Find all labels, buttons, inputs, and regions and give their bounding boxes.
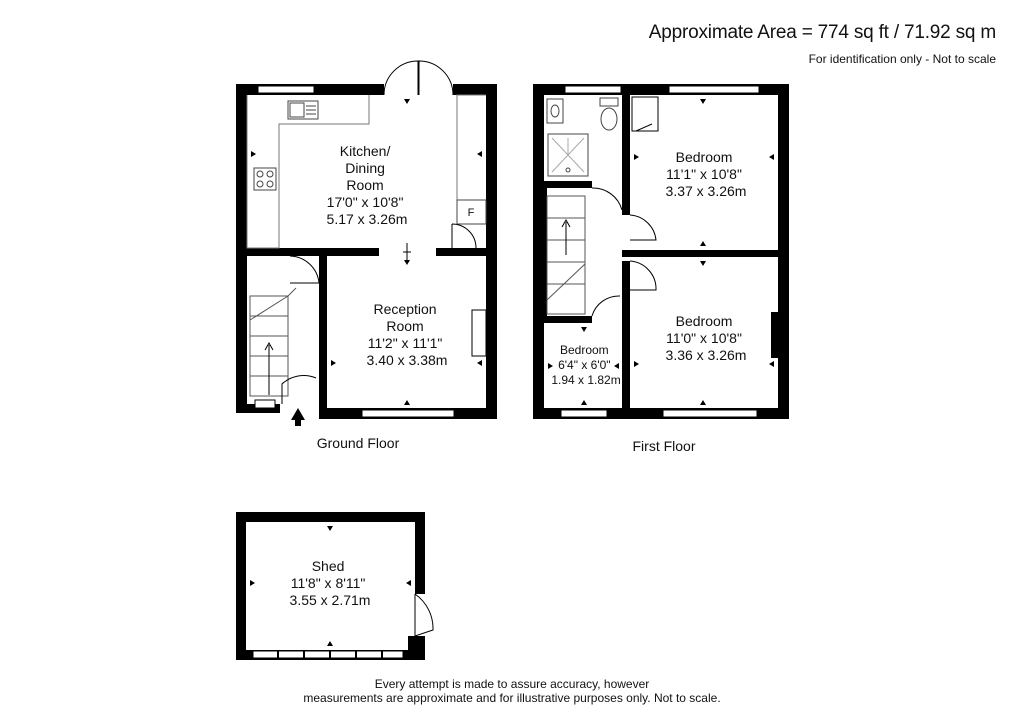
door [451, 223, 477, 249]
identification-note: For identification only - Not to scale [808, 52, 996, 66]
wall [533, 84, 781, 95]
door [591, 295, 621, 317]
entrance-arrow-icon [291, 408, 305, 426]
window [361, 409, 455, 418]
window [254, 399, 276, 409]
disclaimer-line-1: Every attempt is made to assure accuracy… [374, 677, 650, 691]
bedroom-1-label: Bedroom 11'1" x 10'8" 3.37 x 3.26m [666, 149, 747, 199]
front-door [281, 375, 317, 404]
wall [415, 512, 425, 594]
french-door [383, 60, 419, 96]
wall [533, 84, 544, 419]
window [560, 409, 608, 418]
fridge [456, 199, 487, 225]
door [629, 260, 657, 291]
shed-door [414, 593, 434, 637]
wall [486, 84, 497, 419]
first-floor-title: First Floor [633, 438, 696, 454]
cupboard [631, 96, 659, 132]
door [629, 214, 657, 241]
shed-label: Shed 11'8" x 8'11" 3.55 x 2.71m [290, 558, 371, 608]
wall [622, 261, 630, 419]
disclaimer: Every attempt is made to assure accuracy… [0, 677, 1024, 705]
wall [622, 95, 630, 215]
shed-plan: Shed 11'8" x 8'11" 3.55 x 2.71m [236, 512, 434, 660]
wall [327, 248, 379, 256]
bedroom-3-label: Bedroom 6'4" x 6'0" 1.94 x 1.82m [551, 343, 620, 387]
window [257, 85, 315, 94]
plan-header: Approximate Area = 774 sq ft / 71.92 sq … [649, 22, 996, 66]
bedroom-2-label: Bedroom 11'0" x 10'8" 3.36 x 3.26m [666, 313, 747, 363]
wall [544, 188, 547, 316]
hob [253, 167, 277, 191]
wall [236, 84, 247, 413]
toilet [599, 97, 619, 107]
wall [247, 248, 323, 256]
wall [533, 408, 789, 419]
wall [236, 512, 246, 660]
wall [622, 250, 778, 257]
wall [319, 248, 327, 418]
fridge-label: F [468, 207, 475, 219]
basin [546, 98, 564, 124]
door [289, 255, 320, 284]
window [662, 409, 758, 418]
wall [436, 248, 486, 256]
kitchen-dining-room-label: Kitchen/ Dining Room 17'0" x 10'8" 5.17 … [327, 143, 408, 227]
wall [778, 84, 789, 419]
worktop [246, 95, 370, 249]
french-door [418, 60, 454, 96]
wall [453, 84, 497, 95]
first-floor-plan: Bedroom 11'1" x 10'8" 3.37 x 3.26m Bedro… [533, 84, 789, 454]
wall [408, 636, 425, 660]
reception-room-label: Reception Room 11'2" x 11'1" 3.40 x 3.38… [367, 301, 448, 368]
ground-floor-title: Ground Floor [317, 435, 400, 451]
units [456, 94, 486, 201]
disclaimer-line-2: measurements are approximate and for ill… [303, 691, 721, 705]
wall [544, 316, 592, 323]
wardrobe [771, 312, 778, 358]
window [564, 85, 622, 94]
door [591, 187, 623, 211]
wall [544, 181, 592, 188]
approximate-area: Approximate Area = 774 sq ft / 71.92 sq … [648, 22, 996, 43]
wall [236, 512, 425, 522]
shed-window [252, 650, 404, 660]
fireplace [471, 309, 487, 357]
ground-floor-plan: F Kitchen/ Dining Room [236, 60, 497, 451]
window [668, 85, 760, 94]
